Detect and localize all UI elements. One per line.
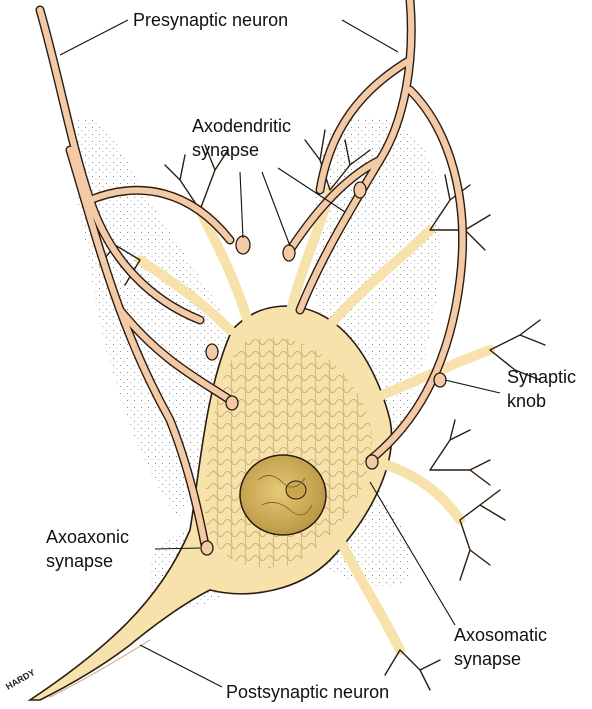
label-axoaxonic-line2: synapse xyxy=(46,551,113,571)
label-postsynaptic-neuron: Postsynaptic neuron xyxy=(226,682,389,702)
label-presynaptic-neuron: Presynaptic neuron xyxy=(133,10,288,30)
label-axosomatic-line2: synapse xyxy=(454,649,521,669)
label-axosomatic-line1: Axosomatic xyxy=(454,625,547,645)
label-axodendritic-line1: Axodendritic xyxy=(192,116,291,136)
label-synaptic-knob-line1: Synaptic xyxy=(507,367,576,387)
label-axoaxonic-line1: Axoaxonic xyxy=(46,527,129,547)
nucleus xyxy=(240,455,326,535)
label-synaptic-knob-line2: knob xyxy=(507,391,546,411)
label-axodendritic-line2: synapse xyxy=(192,140,259,160)
artist-signature: HARDY xyxy=(4,667,37,692)
